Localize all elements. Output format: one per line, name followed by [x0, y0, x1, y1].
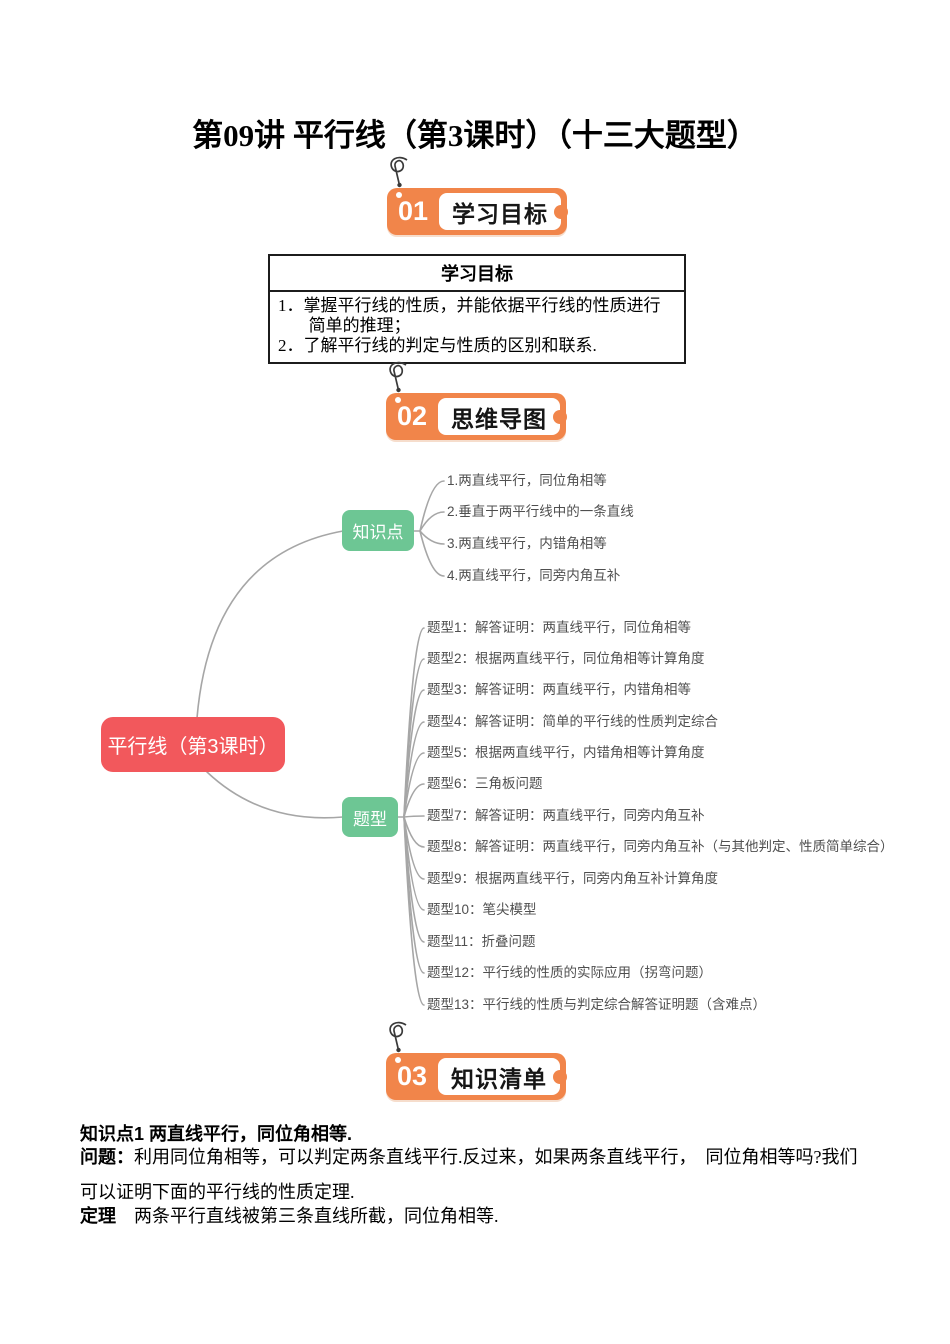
- type-item-9: 题型9：根据两直线平行，同旁内角互补计算角度: [427, 871, 719, 886]
- problem-text: 利用同位角相等，可以判定两条直线平行.反过来，如果两条直线平行， 同位角相等吗?…: [80, 1147, 858, 1202]
- type-item-7: 题型7：解答证明：两直线平行，同旁内角互补: [427, 808, 705, 823]
- section-label: 学习目标: [439, 193, 561, 230]
- curl-pin-icon: [389, 1021, 407, 1053]
- knowledge-item-4: 4.两直线平行，同旁内角互补: [447, 568, 621, 583]
- type-item-5: 题型5：根据两直线平行，内错角相等计算角度: [427, 745, 705, 760]
- mindmap-connectors: [196, 480, 445, 1006]
- section-badge-02: 02 思维导图: [386, 393, 566, 440]
- type-item-11: 题型11：折叠问题: [427, 934, 536, 949]
- curl-pin-icon: [389, 361, 407, 393]
- type-item-10: 题型10：笔尖模型: [427, 902, 537, 917]
- objective-item: 1．掌握平行线的性质，并能依据平行线的性质进行简单的推理；: [278, 296, 661, 335]
- section-badge-03: 03 知识清单: [386, 1053, 566, 1100]
- objectives-table-body: 1．掌握平行线的性质，并能依据平行线的性质进行简单的推理； 2．了解平行线的判定…: [270, 292, 684, 362]
- type-item-12: 题型12：平行线的性质的实际应用（拐弯问题）: [427, 965, 713, 980]
- knowledge-item-2: 2.垂直于两平行线中的一条直线: [447, 504, 634, 519]
- problem-label: 问题：: [80, 1147, 134, 1167]
- pin-hole: [395, 1057, 401, 1063]
- type-item-1: 题型1：解答证明：两直线平行，同位角相等: [427, 620, 692, 635]
- type-item-3: 题型3：解答证明：两直线平行，内错角相等: [427, 682, 692, 697]
- section-label: 思维导图: [438, 398, 560, 435]
- page-title: 第09讲 平行线（第3课时）（十三大题型）: [192, 118, 758, 153]
- section-number: 02: [396, 401, 428, 431]
- section-label: 知识清单: [438, 1058, 560, 1095]
- type-item-2: 题型2：根据两直线平行，同位角相等计算角度: [427, 651, 705, 666]
- objectives-table-header: 学习目标: [270, 256, 684, 292]
- problem-paragraph: 问题：利用同位角相等，可以判定两条直线平行.反过来，如果两条直线平行， 同位角相…: [80, 1140, 875, 1210]
- knowledge-point-heading: 知识点1 两直线平行，同位角相等.: [80, 1124, 353, 1144]
- objective-item: 2．了解平行线的判定与性质的区别和联系.: [278, 336, 597, 355]
- knowledge-item-3: 3.两直线平行，内错角相等: [447, 536, 607, 551]
- curl-pin-icon: [390, 156, 408, 188]
- mindmap-types-node: 题型: [342, 797, 398, 837]
- knowledge-item-1: 1.两直线平行，同位角相等: [447, 473, 607, 488]
- mindmap-root-node: 平行线（第3课时）: [101, 717, 285, 772]
- pin-hole: [395, 397, 401, 403]
- section-badge-01: 01 学习目标: [387, 188, 567, 235]
- theorem-text: 两条平行直线被第三条直线所截，同位角相等.: [116, 1206, 499, 1226]
- section-number: 01: [397, 196, 429, 226]
- type-item-6: 题型6：三角板问题: [427, 776, 543, 791]
- pin-hole: [396, 192, 402, 198]
- objectives-table: 学习目标 1．掌握平行线的性质，并能依据平行线的性质进行简单的推理； 2．了解平…: [268, 254, 686, 364]
- theorem-label: 定理: [80, 1206, 116, 1226]
- type-item-8: 题型8：解答证明：两直线平行，同旁内角互补（与其他判定、性质简单综合）: [427, 839, 894, 854]
- theorem-paragraph: 定理 两条平行直线被第三条直线所截，同位角相等.: [80, 1202, 875, 1228]
- type-item-13: 题型13：平行线的性质与判定综合解答证明题（含难点）: [427, 997, 767, 1012]
- section-number: 03: [396, 1061, 428, 1091]
- mindmap-knowledge-node: 知识点: [342, 510, 414, 551]
- type-item-4: 题型4：解答证明：简单的平行线的性质判定综合: [427, 714, 719, 729]
